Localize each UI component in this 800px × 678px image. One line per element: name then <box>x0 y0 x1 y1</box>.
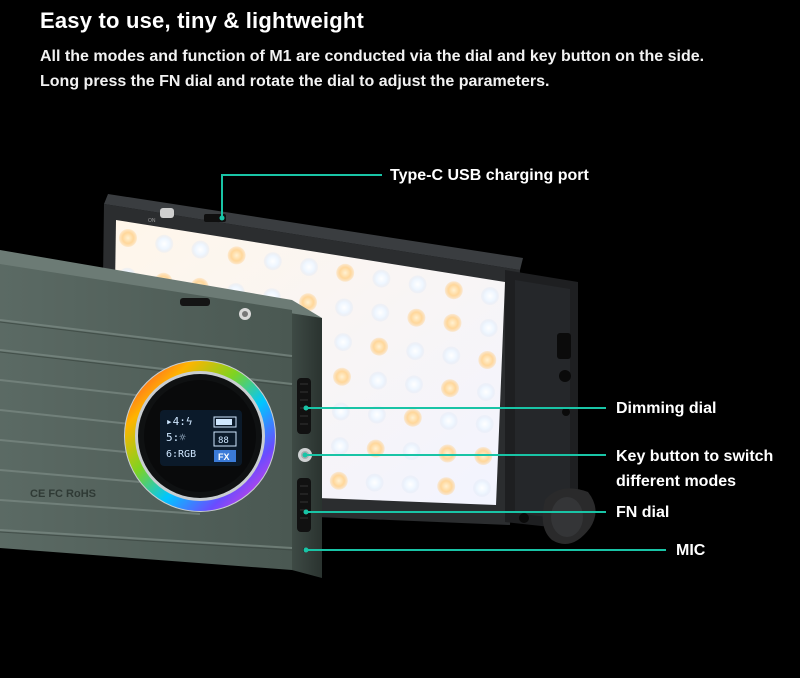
led-bead <box>263 252 282 271</box>
description: All the modes and function of M1 are con… <box>40 44 704 94</box>
callout-key-line-1: Key button to switch <box>616 448 774 465</box>
led-bead <box>191 240 210 259</box>
page-title: Easy to use, tiny & lightweight <box>40 8 365 33</box>
led-bead <box>372 269 391 288</box>
led-bead <box>371 303 390 322</box>
m1-front-device: CE FC RoHS ▸4:ϟ 5:☼ 6:RGB 88 FX <box>0 250 322 578</box>
led-bead <box>370 337 389 356</box>
lcd-row-2: 5:☼ <box>166 431 186 444</box>
svg-text:FX: FX <box>218 452 230 462</box>
led-bead <box>335 298 354 317</box>
battery-icon <box>213 416 237 428</box>
led-bead <box>119 229 137 247</box>
description-line-1: All the modes and function of M1 are con… <box>40 48 705 65</box>
led-bead <box>155 234 174 253</box>
certification-marks: CE FC RoHS <box>30 488 96 500</box>
led-bead <box>439 411 458 430</box>
dimming-dial[interactable] <box>297 378 311 434</box>
led-bead <box>369 371 387 390</box>
led-bead <box>441 379 459 398</box>
led-bead <box>334 333 353 352</box>
callout-lines <box>221 174 666 551</box>
lcd-row-1: ▸4:ϟ <box>166 415 193 428</box>
led-bead <box>365 473 384 492</box>
screw-hole <box>559 370 571 382</box>
lcd-row-3: 6:RGB <box>166 449 196 460</box>
led-bead <box>366 439 385 458</box>
led-bead <box>405 375 423 394</box>
led-bead <box>401 475 420 494</box>
led-bead <box>479 319 498 337</box>
led-bead <box>442 346 461 365</box>
usb-side-port <box>557 333 571 359</box>
led-bead <box>227 246 246 265</box>
led-bead <box>437 477 456 496</box>
led-bead <box>406 342 425 361</box>
led-bead <box>403 408 422 427</box>
callout-key-button: Key button to switch different modes <box>616 444 773 494</box>
led-bead <box>336 263 355 282</box>
led-bead <box>408 275 427 294</box>
description-line-2: Long press the FN dial and rotate the di… <box>40 73 550 90</box>
led-bead <box>481 287 499 305</box>
callout-fn-dial: FN dial <box>616 504 670 521</box>
led-bead <box>443 313 462 332</box>
led-bead <box>478 351 497 369</box>
usb-leader <box>221 174 382 218</box>
callout-dimming-dial: Dimming dial <box>616 400 717 417</box>
callout-mic: MIC <box>676 542 706 559</box>
led-bead <box>407 308 426 327</box>
led-bead <box>367 405 386 424</box>
lcd-counter: 88 <box>218 436 229 446</box>
led-bead <box>477 383 495 401</box>
led-bead <box>299 293 317 312</box>
led-bead <box>300 258 318 276</box>
led-bead <box>333 367 351 386</box>
svg-text:ON: ON <box>148 218 156 224</box>
callout-key-line-2: different modes <box>616 473 737 490</box>
stand-knob <box>519 488 596 544</box>
led-bead <box>330 437 349 456</box>
led-bead <box>475 415 494 433</box>
callout-usb-port: Type-C USB charging port <box>390 167 589 184</box>
led-bead <box>331 402 350 421</box>
fx-badge <box>214 450 236 462</box>
led-bead <box>438 444 457 463</box>
top-switch <box>160 208 174 218</box>
led-bead <box>444 281 463 300</box>
led-bead <box>329 471 348 490</box>
led-bead <box>473 479 491 497</box>
led-bead <box>402 442 421 461</box>
rgb-ring-display: ▸4:ϟ 5:☼ 6:RGB 88 FX <box>124 360 276 512</box>
